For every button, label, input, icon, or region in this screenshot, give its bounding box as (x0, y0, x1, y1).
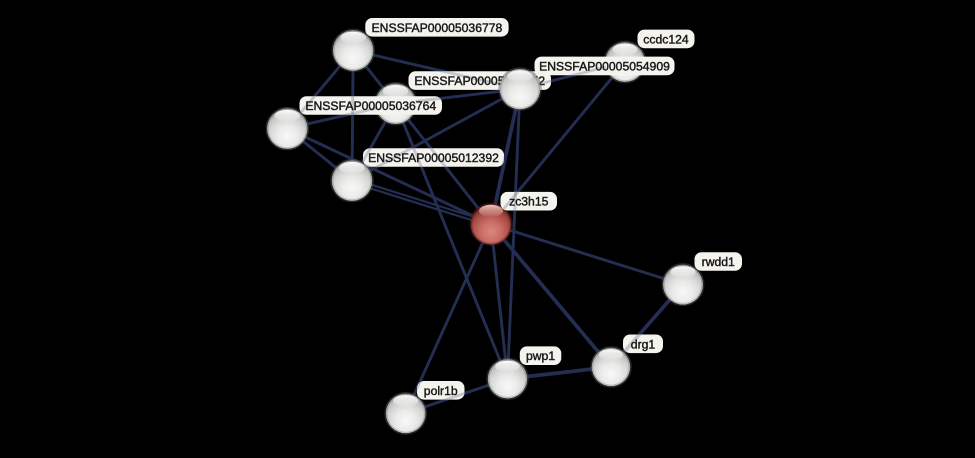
svg-text:ENSSFAP00005036764: ENSSFAP00005036764 (305, 99, 436, 113)
svg-text:ENSSFAP00005036778: ENSSFAP00005036778 (372, 21, 503, 35)
svg-text:ccdc124: ccdc124 (643, 32, 689, 46)
svg-text:rwdd1: rwdd1 (702, 255, 735, 269)
svg-text:ENSSFAP00005012392: ENSSFAP00005012392 (368, 151, 499, 165)
svg-text:drg1: drg1 (631, 337, 656, 351)
svg-text:ENSSFAP00005054909: ENSSFAP00005054909 (539, 59, 670, 73)
svg-text:pwp1: pwp1 (526, 349, 555, 363)
svg-text:polr1b: polr1b (424, 384, 458, 398)
svg-text:zc3h15: zc3h15 (509, 195, 549, 209)
